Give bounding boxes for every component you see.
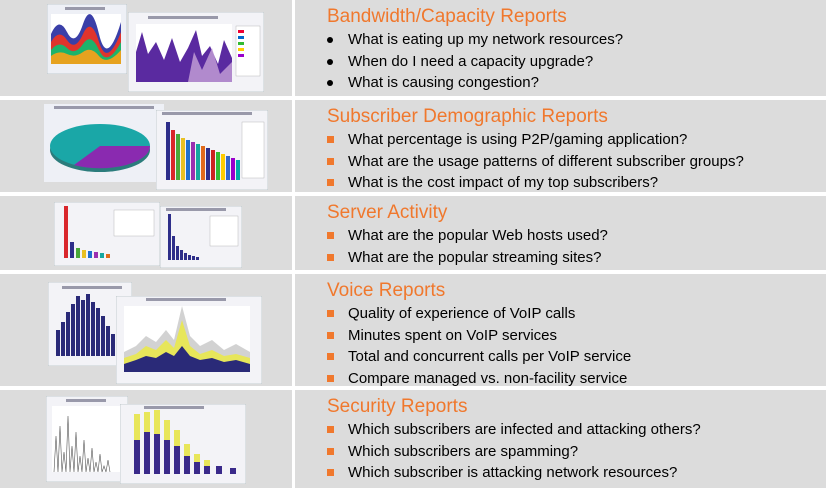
bullet-square [327, 374, 334, 382]
question-item: Which subscribers are infected and attac… [327, 419, 822, 441]
section-thumbnails [0, 0, 292, 96]
question-item: What are the usage patterns of different… [327, 151, 822, 173]
bullet-dot [327, 58, 333, 65]
question-item: Which subscribers are spamming? [327, 441, 822, 463]
bullet-square [327, 253, 334, 261]
question-item: Compare managed vs. non-facility service [327, 368, 822, 390]
section-thumbnails [0, 100, 292, 192]
section-thumbnails [0, 274, 292, 386]
question-item: What are the popular Web hosts used? [327, 225, 822, 247]
section-divider [292, 196, 295, 270]
question-item: When do I need a capacity upgrade? [327, 51, 822, 73]
bullet-square [327, 447, 334, 455]
question-item: What percentage is using P2P/gaming appl… [327, 129, 822, 151]
section-text: Security Reports Which subscribers are i… [327, 396, 822, 484]
question-item: Minutes spent on VoIP services [327, 325, 822, 347]
section-title: Server Activity [327, 202, 448, 223]
bullet-square [327, 310, 334, 317]
bullet-square [327, 136, 334, 143]
section-title: Voice Reports [327, 280, 446, 301]
section-title: Subscriber Demographic Reports [327, 106, 608, 127]
bullet-square [327, 179, 334, 186]
question-item: What is eating up my network resources? [327, 29, 822, 51]
bar-chart-thumbnail [54, 202, 160, 266]
section-title: Security Reports [327, 396, 468, 417]
area-chart-thumbnail [116, 296, 262, 384]
stacked-bar-chart-thumbnail [120, 404, 246, 484]
bullet-square [327, 232, 334, 239]
section-row-security: Security Reports Which subscribers are i… [0, 390, 826, 488]
spike-chart-thumbnail [46, 396, 128, 482]
question-item: What is the cost impact of my top subscr… [327, 172, 822, 194]
question-list: What percentage is using P2P/gaming appl… [327, 129, 822, 194]
section-row-server: Server Activity What are the popular Web… [0, 196, 826, 272]
question-item: Quality of experience of VoIP calls [327, 303, 822, 325]
question-list: Quality of experience of VoIP calls Minu… [327, 303, 822, 389]
section-text: Subscriber Demographic Reports What perc… [327, 106, 822, 194]
area-chart-thumbnail [128, 12, 264, 92]
section-row-voice: Voice Reports Quality of experience of V… [0, 274, 826, 388]
section-divider [292, 274, 295, 386]
section-divider [292, 0, 295, 96]
section-thumbnails [0, 390, 292, 488]
question-list: Which subscribers are infected and attac… [327, 419, 822, 484]
bar-chart-thumbnail [160, 206, 242, 268]
bullet-square [327, 157, 334, 165]
section-text: Voice Reports Quality of experience of V… [327, 280, 822, 389]
section-divider [292, 390, 295, 488]
section-row-subscriber: Subscriber Demographic Reports What perc… [0, 100, 826, 194]
bullet-square [327, 331, 334, 339]
pie-chart-thumbnail [44, 104, 164, 182]
question-item: Total and concurrent calls per VoIP serv… [327, 346, 822, 368]
bullet-square [327, 426, 334, 433]
question-list: What is eating up my network resources? … [327, 29, 822, 94]
question-item: Which subscriber is attacking network re… [327, 462, 822, 484]
bullet-dot [327, 37, 333, 43]
question-list: What are the popular Web hosts used? Wha… [327, 225, 822, 268]
bullet-square [327, 469, 334, 476]
section-thumbnails [0, 196, 292, 270]
section-row-bandwidth: Bandwidth/Capacity Reports What is eatin… [0, 0, 826, 98]
stacked-area-chart-thumbnail [47, 4, 127, 74]
question-item: What are the popular streaming sites? [327, 247, 822, 269]
section-divider [292, 100, 295, 192]
section-title: Bandwidth/Capacity Reports [327, 6, 567, 27]
question-item: What is causing congestion? [327, 72, 822, 94]
bullet-square [327, 353, 334, 360]
bullet-dot [327, 80, 333, 86]
section-text: Bandwidth/Capacity Reports What is eatin… [327, 6, 822, 94]
bar-chart-thumbnail [156, 110, 268, 190]
section-text: Server Activity What are the popular Web… [327, 202, 822, 268]
